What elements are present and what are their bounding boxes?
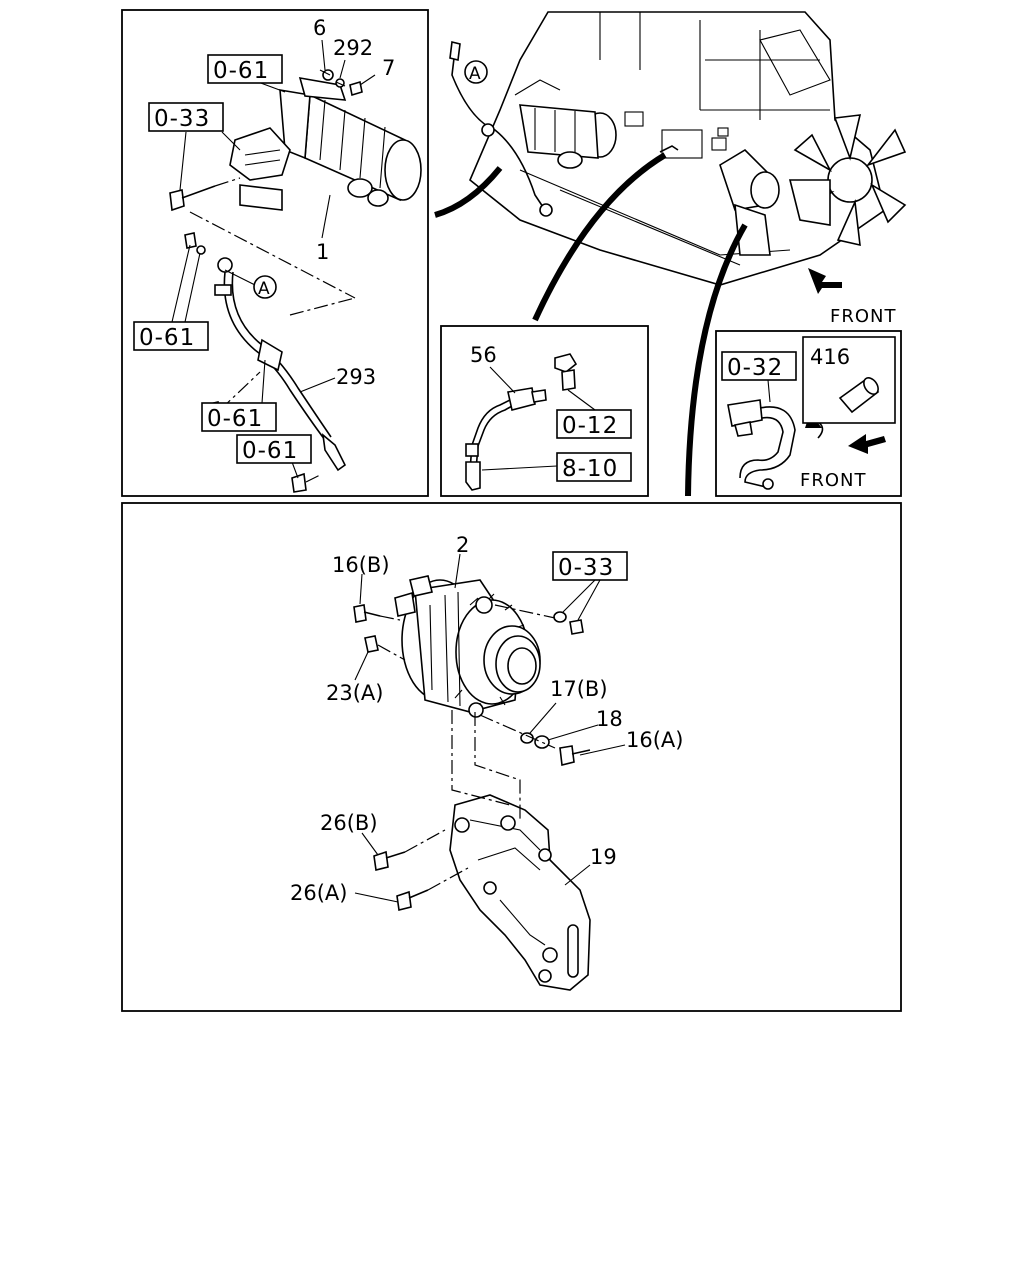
inset-panel-frame: [715, 330, 902, 497]
leader-washer-17b: [529, 702, 557, 734]
assembly-dashed-link: [451, 710, 521, 820]
alternator-hardware: [353, 604, 591, 766]
ref-box-0-32: [721, 351, 797, 381]
leader-curve-inset: [685, 223, 748, 497]
alternator-panel-frame: [121, 502, 902, 1012]
ref-0-61-top: 0-61: [213, 58, 269, 84]
leader-bolt-16a: [579, 744, 626, 756]
label-washer-17b: 17(B): [550, 677, 608, 701]
leader-bolt-26b: [361, 832, 379, 856]
label-bracket-19: 19: [590, 845, 617, 869]
leader-bolt-16b: [359, 573, 363, 605]
leader-washer-18: [547, 724, 599, 741]
leader-bracket-19: [564, 864, 591, 886]
ref-0-32: 0-32: [727, 355, 783, 381]
part-416-sleeve-illustration: [838, 377, 880, 414]
starter-panel-frame: [121, 9, 429, 497]
leader-cable-293: [299, 377, 336, 393]
leader-bolt-26a: [354, 892, 399, 903]
alternator-bracket-19-illustration: [449, 794, 591, 991]
label-bolt-16b: 16(B): [332, 553, 390, 577]
ref-box-8-10: [556, 452, 632, 482]
leader-nut-7: [359, 74, 376, 86]
leader-ref-8-10: [481, 465, 558, 471]
label-starter-1: 1: [316, 240, 329, 264]
starter-hardware: [169, 69, 363, 299]
label-bolt-26a: 26(A): [290, 881, 347, 905]
leader-ref-0-12: [567, 389, 596, 411]
label-part-416: 416: [810, 345, 850, 369]
leader-ref-0-61-bottom: [291, 461, 299, 479]
ref-box-0-33-top: [148, 102, 224, 132]
ref-0-61-bolt: 0-61: [207, 406, 263, 432]
leader-ref-0-33-alt: [562, 579, 601, 621]
leader-ref-0-32: [767, 379, 771, 403]
ref-box-0-61-mid: [133, 321, 209, 351]
ref-0-61-mid: 0-61: [139, 325, 195, 351]
front-arrow-inset: [848, 434, 886, 454]
ref-0-33-top: 0-33: [154, 106, 210, 132]
callout-a-panel-circle: [253, 275, 277, 299]
leader-washer-292: [339, 59, 346, 79]
leader-washer-6: [321, 39, 326, 71]
leader-alternator-2: [454, 553, 461, 589]
label-sensor-56: 56: [470, 343, 497, 367]
bracket-bolts: [373, 829, 469, 911]
ref-box-0-61-bottom: [236, 434, 312, 464]
label-bolt-16a: 16(A): [626, 728, 683, 752]
leader-curve-starter: [434, 166, 503, 218]
engine-overview-illustration: [449, 11, 907, 294]
label-alternator-2: 2: [456, 533, 469, 557]
label-washer-6: 6: [313, 16, 326, 40]
label-cable-293: 293: [336, 365, 376, 389]
starter-motor-illustration: [229, 76, 422, 211]
ref-0-33-alt: 0-33: [558, 555, 614, 581]
callout-a-overview: A: [469, 64, 481, 84]
label-nut-23a: 23(A): [326, 681, 383, 705]
ref-box-0-12: [556, 409, 632, 439]
ref-8-10: 8-10: [562, 456, 618, 482]
sensor-56-illustration: [465, 353, 578, 491]
callout-a-overview-circle: [464, 60, 488, 84]
leader-starter-1: [321, 194, 331, 239]
ref-box-0-33-alt: [552, 551, 628, 581]
leader-callout-a-panel: [224, 269, 256, 286]
label-washer-292: 292: [333, 36, 373, 60]
label-washer-18: 18: [596, 707, 623, 731]
callout-a-panel: A: [258, 279, 270, 299]
label-nut-7: 7: [382, 56, 395, 80]
leader-sensor-56: [489, 366, 516, 394]
leader-curve-sensor: [532, 152, 667, 322]
leader-ref-0-33-top: [179, 131, 241, 191]
ref-0-61-bottom: 0-61: [242, 438, 298, 464]
ref-box-0-61-top: [207, 54, 283, 84]
front-label-top: FRONT: [830, 306, 897, 327]
sensor-panel-frame: [440, 325, 649, 497]
front-label-inset: FRONT: [800, 470, 867, 491]
ref-box-0-61-bolt: [201, 402, 277, 432]
leader-nut-23a: [354, 651, 369, 681]
alternator-illustration: [394, 575, 541, 718]
label-bolt-26b: 26(B): [320, 811, 378, 835]
ref-0-12: 0-12: [562, 413, 618, 439]
leader-ref-0-61-mid: [171, 244, 201, 323]
